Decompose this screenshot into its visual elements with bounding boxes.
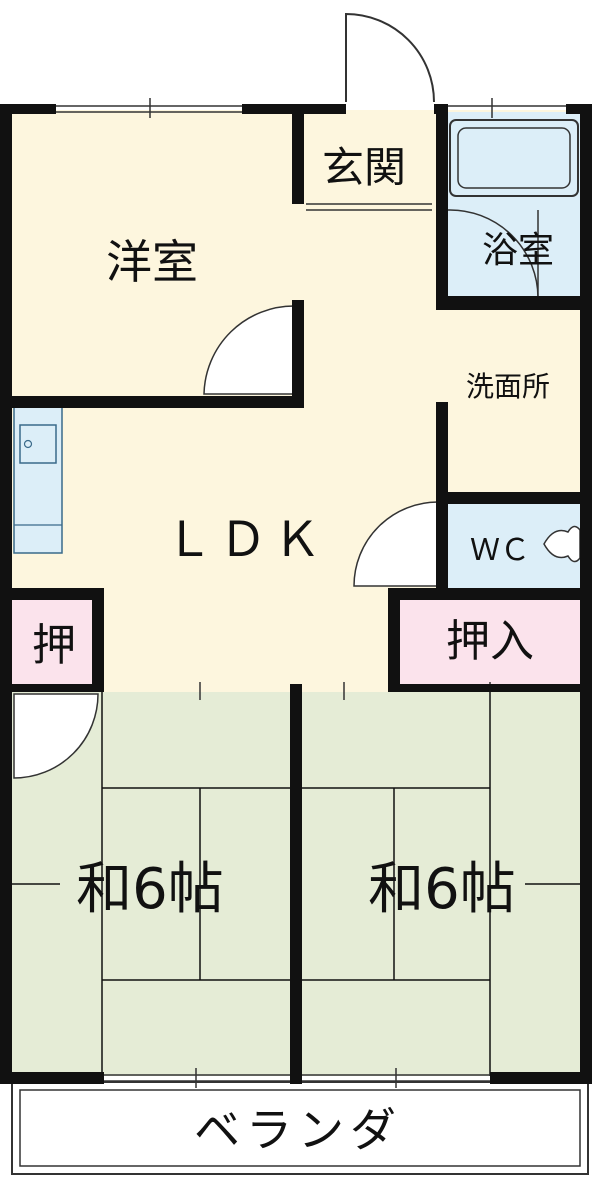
bathtub-inner bbox=[457, 127, 571, 189]
balcony-floor bbox=[11, 1081, 589, 1175]
tatami-right-seams bbox=[296, 692, 584, 1076]
bath-label: 浴室 bbox=[482, 230, 554, 271]
western-door bbox=[203, 305, 295, 395]
closet-left-label: 押 bbox=[32, 620, 76, 671]
tatami-left-door bbox=[13, 693, 99, 779]
tatami-left-label: 和6帖 bbox=[76, 857, 224, 922]
closet-left-floor bbox=[12, 598, 100, 688]
walls bbox=[0, 104, 592, 1084]
bath-door bbox=[447, 209, 539, 299]
western-room-label: 洋室 bbox=[106, 235, 198, 289]
washroom-label: 洗面所 bbox=[466, 370, 550, 403]
sink-basin bbox=[19, 424, 57, 464]
balcony-label: ベランダ bbox=[194, 1103, 402, 1157]
wc-label: ＷＣ bbox=[470, 533, 530, 568]
balcony-inner bbox=[19, 1089, 581, 1167]
closet-right-floor bbox=[394, 598, 582, 688]
tatami-left-seams bbox=[10, 692, 296, 1076]
entrance-label: 玄関 bbox=[322, 143, 406, 192]
windows bbox=[56, 98, 566, 1088]
closet-right-label: 押入 bbox=[446, 616, 534, 667]
tatami-right-label: 和6帖 bbox=[368, 857, 516, 922]
sink-counter bbox=[13, 404, 63, 554]
entrance-door bbox=[345, 12, 435, 103]
ldk-label: ＬＤＫ bbox=[165, 512, 327, 568]
wc-door bbox=[353, 501, 439, 587]
sink-drain bbox=[23, 439, 33, 449]
